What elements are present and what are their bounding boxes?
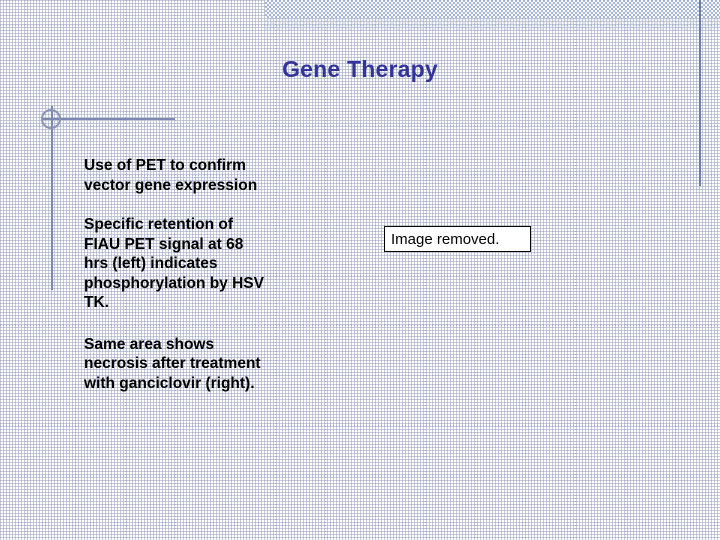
body-paragraph: Specific retention of FIAU PET signal at…	[84, 216, 264, 311]
body-paragraph: Use of PET to confirm vector gene expres…	[84, 157, 258, 194]
body-text-column: Use of PET to confirm vector gene expres…	[84, 156, 269, 393]
grid-line-horizontal	[0, 525, 720, 526]
decorative-horizontal-rule	[41, 118, 175, 120]
grid-line-horizontal	[0, 125, 720, 126]
right-accent-rule	[699, 0, 701, 186]
decorative-circle	[41, 109, 61, 129]
decorative-vertical-rule	[51, 106, 53, 290]
image-removed-placeholder: Image removed.	[384, 226, 531, 252]
checkered-header-band	[265, 0, 720, 18]
grid-line-horizontal	[0, 475, 720, 476]
grid-line-horizontal	[0, 425, 720, 426]
checkered-header-band-fade	[265, 18, 720, 30]
page-title: Gene Therapy	[282, 56, 438, 82]
body-paragraph: Same area shows necrosis after treatment…	[84, 335, 261, 392]
